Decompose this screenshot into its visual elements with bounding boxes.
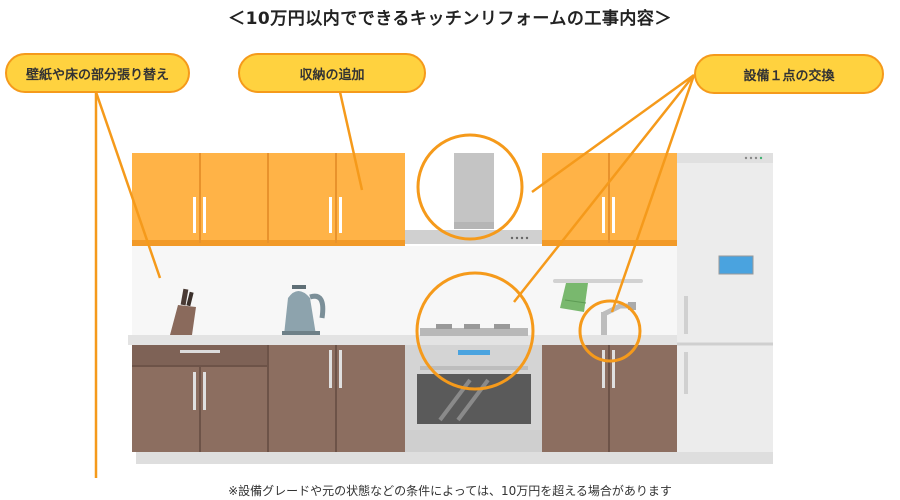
range-hood-icon: [405, 153, 542, 244]
countertop: [128, 335, 682, 345]
range-hood-highlight: [416, 133, 524, 241]
lower-cabinet-right: [542, 345, 677, 452]
label-storage: 収納の追加: [238, 53, 426, 93]
knife-block-icon: [170, 288, 196, 335]
footnote: ※設備グレードや元の状態などの条件によっては、10万円を超える場合があります: [228, 484, 672, 498]
lower-cabinet-left: [132, 345, 405, 452]
floor-base: [136, 452, 773, 464]
page-title: ＜10万円以内でできるキッチンリフォームの工事内容＞: [228, 9, 672, 29]
upper-cabinet-left: [132, 153, 405, 246]
backsplash: [132, 246, 677, 336]
stove-icon: [405, 324, 542, 452]
kettle-icon: [282, 285, 326, 336]
towel-icon: [553, 279, 643, 312]
refrigerator-icon: [677, 153, 773, 452]
label-equipment: 設備１点の交換: [694, 54, 884, 94]
stove-highlight: [415, 271, 535, 391]
callout-lines: [94, 73, 696, 478]
label-wall-floor: 壁紙や床の部分張り替え: [5, 53, 190, 93]
faucet-highlight: [578, 299, 642, 363]
upper-cabinet-right: [542, 153, 677, 246]
